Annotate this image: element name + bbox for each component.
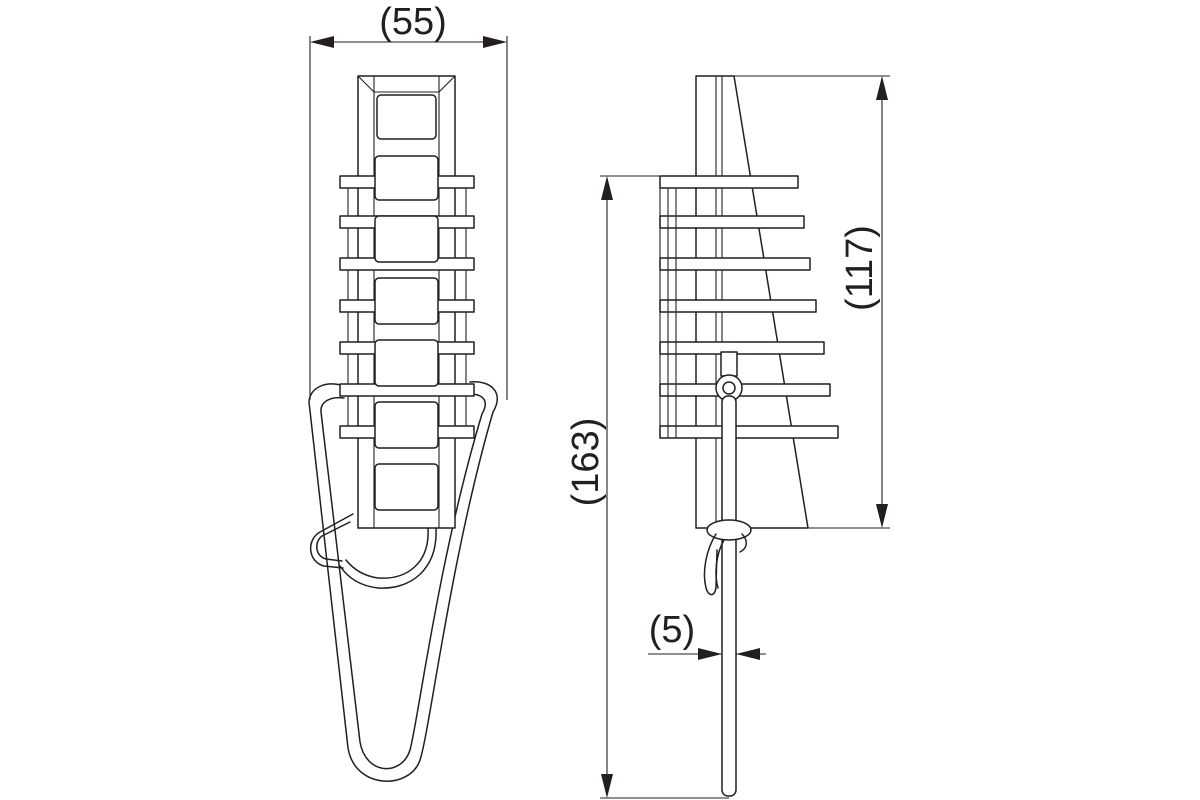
total-height-dimension: (163) [565, 175, 729, 799]
total-height-dimension-label: (163) [565, 418, 607, 507]
wire-diameter-dimension-label: (5) [649, 609, 695, 651]
side-ribs [659, 175, 839, 439]
width-dimension-label: (55) [379, 1, 447, 43]
side-wire [703, 351, 752, 797]
wire-diameter-dimension: (5) [648, 609, 766, 660]
width-dimension: (55) [309, 1, 508, 400]
body-height-dimension-label: (117) [839, 225, 881, 311]
front-wedge-blocks [374, 155, 439, 511]
front-view [308, 75, 499, 782]
body-height-dimension: (117) [734, 75, 890, 529]
front-bail-wire [308, 381, 499, 782]
side-view [659, 75, 839, 797]
